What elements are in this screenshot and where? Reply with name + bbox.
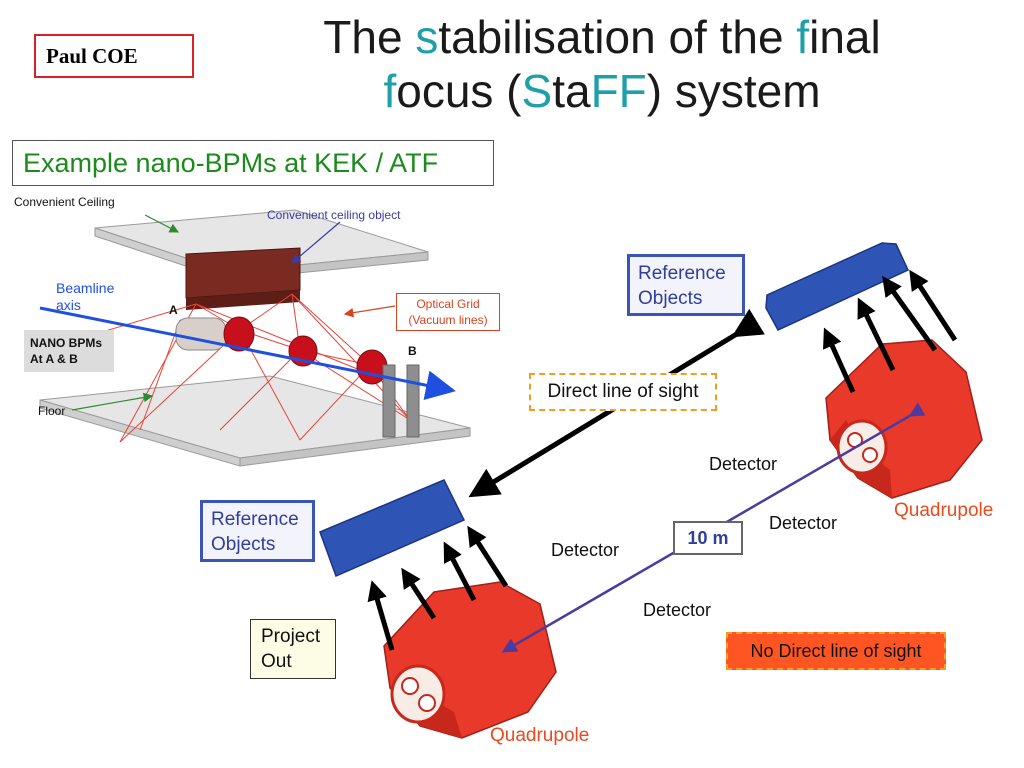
project-out-line1: Project (261, 626, 321, 647)
author-box: Paul COE (34, 34, 194, 78)
detector-label-2: Detector (769, 513, 838, 533)
distance-label: 10 m (673, 521, 743, 555)
floor-pointer (71, 392, 154, 411)
title-text: The (323, 11, 416, 63)
detector-label-1: Detector (709, 454, 778, 474)
reference-object-top (765, 242, 909, 331)
detector-arrow-bottom-2 (401, 567, 437, 620)
optical-grid-pointer (343, 305, 396, 318)
bpm-a (223, 316, 255, 352)
reference-objects-bottom-line2: Objects (211, 534, 276, 555)
beamline-label-line2: axis (56, 297, 81, 313)
title-highlight: f (796, 11, 810, 63)
title-text: inal (809, 11, 881, 63)
reference-object-bottom (319, 479, 466, 578)
detector-arrow-bottom-1 (367, 580, 395, 651)
quadrupole-bottom (383, 581, 557, 739)
ceiling-object-front (186, 290, 300, 310)
nano-bpms-label-line1: NANO BPMs (30, 336, 103, 350)
floor-label: Floor (38, 404, 66, 418)
project-out-label: Project Out (250, 619, 336, 679)
example-heading: Example nano-BPMs at KEK / ATF (12, 140, 494, 186)
point-a-label: A (169, 303, 178, 317)
beamline-label-line1: Beamline (56, 280, 115, 296)
detector-arrow-bottom-4 (467, 525, 509, 588)
title-text: ) system (646, 65, 821, 117)
title-highlight: FF (590, 65, 647, 117)
ceiling-label: Convenient Ceiling (14, 195, 115, 209)
reference-objects-bottom-label: Reference Objects (200, 500, 315, 562)
reference-objects-top-label: Reference Objects (627, 254, 745, 316)
beamline-axis-arrow (39, 306, 456, 401)
point-b-label: B (408, 344, 417, 358)
nano-bpms-label: NANO BPMs At A & B (24, 330, 114, 372)
title-highlight: s (415, 11, 439, 63)
direct-line-of-sight-label: Direct line of sight (529, 373, 717, 411)
pillar-1 (382, 364, 396, 438)
title-text: ocus ( (396, 65, 522, 117)
detector-label-3: Detector (551, 540, 620, 560)
ceiling-object-pointer (291, 221, 341, 264)
detector-arrow-top-1 (823, 327, 856, 394)
detector-arrow-top-4 (909, 269, 958, 342)
detector-label-4: Detector (643, 600, 712, 620)
detector-arrow-bottom-3 (443, 541, 477, 602)
project-out-line2: Out (261, 651, 292, 672)
line-of-sight-arrow (468, 308, 765, 498)
reference-objects-top-line2: Objects (638, 288, 703, 309)
detector-arrow-top-2 (857, 297, 896, 372)
direct-line-of-sight-text: Direct line of sight (547, 381, 699, 402)
detector-arrow-top-3 (882, 275, 938, 352)
reference-objects-top-line1: Reference (638, 263, 726, 284)
title-text: ta (552, 65, 591, 117)
title-text: tabilisation of the (438, 11, 797, 63)
quadrupole-top-label: Quadrupole (894, 500, 994, 521)
optical-grid-label-line2: (Vacuum lines) (408, 313, 488, 327)
title-highlight: S (521, 65, 553, 117)
no-direct-line-of-sight-text: No Direct line of sight (750, 641, 922, 661)
no-direct-line-of-sight-label: No Direct line of sight (726, 632, 946, 670)
author-name: Paul COE (46, 44, 138, 68)
reference-objects-bottom-line1: Reference (211, 509, 299, 530)
distance-text: 10 m (687, 528, 729, 548)
quadrupole-bottom-label: Quadrupole (490, 725, 590, 746)
nano-bpms-label-line2: At A & B (30, 352, 78, 366)
example-heading-text: Example nano-BPMs at KEK / ATF (23, 148, 439, 178)
ceiling-pointer (144, 214, 180, 233)
title-highlight: f (383, 65, 397, 117)
ceiling-object-label: Convenient ceiling object (267, 208, 401, 222)
nano-bpm-illustration (39, 209, 471, 467)
optical-grid-label-line1: Optical Grid (416, 297, 480, 311)
